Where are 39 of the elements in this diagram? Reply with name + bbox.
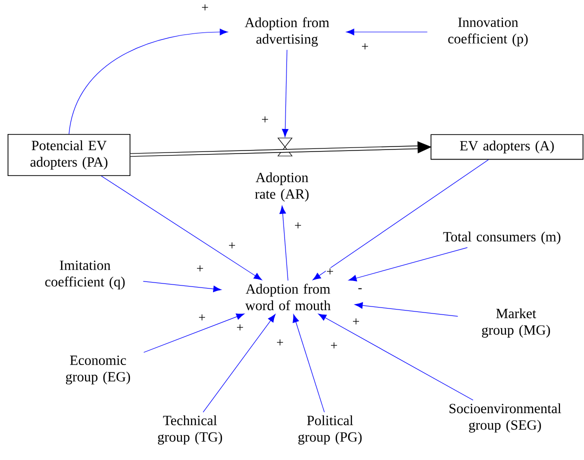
arrow bbox=[282, 50, 288, 138]
text-label: Imitation coefficient (q) bbox=[45, 260, 125, 290]
polarity-sign: + bbox=[260, 116, 270, 124]
polarity-sign: + bbox=[196, 264, 204, 274]
text-label: Economic group (EG) bbox=[66, 356, 130, 384]
text-label: Political group (PG) bbox=[298, 415, 362, 445]
polarity-sign: + bbox=[352, 318, 360, 326]
arrow bbox=[68, 28, 228, 134]
arrow bbox=[348, 247, 468, 282]
text-label: Technical group (TG) bbox=[158, 415, 222, 445]
arrow bbox=[143, 313, 244, 353]
polarity-sign: + bbox=[228, 242, 236, 250]
polarity-sign: + bbox=[360, 42, 370, 52]
arrow bbox=[292, 314, 325, 412]
polarity-sign: - bbox=[357, 288, 363, 292]
polarity-sign: + bbox=[198, 314, 206, 322]
polarity-sign: + bbox=[200, 4, 210, 12]
arrow bbox=[354, 302, 458, 317]
text-label: Socioenvironmental group (SEG) bbox=[450, 403, 562, 433]
text-label: Adoption from word of mouth bbox=[245, 284, 331, 310]
stock-box: EV adopters (A) bbox=[430, 134, 584, 160]
text-label: Adoption rate (AR) bbox=[255, 172, 309, 202]
arrow bbox=[202, 314, 276, 412]
polarity-sign: + bbox=[294, 222, 302, 230]
polarity-sign: + bbox=[276, 338, 284, 348]
arrow bbox=[101, 176, 262, 280]
arrow bbox=[318, 314, 474, 400]
text-label: Adoption from advertising bbox=[244, 17, 330, 47]
arrow bbox=[312, 159, 489, 280]
arrow bbox=[279, 206, 288, 281]
stock-box: Potencial EV adopters (PA) bbox=[8, 134, 130, 176]
polarity-sign: + bbox=[330, 342, 338, 350]
arrow bbox=[142, 281, 222, 292]
polarity-sign: + bbox=[236, 324, 244, 332]
polarity-sign: + bbox=[326, 268, 334, 276]
arrow bbox=[346, 28, 428, 36]
text-label: Total consumers (m) bbox=[443, 232, 560, 244]
text-label: Innovation coefficient (p) bbox=[448, 18, 528, 46]
text-label: Market group (MG) bbox=[482, 308, 550, 338]
